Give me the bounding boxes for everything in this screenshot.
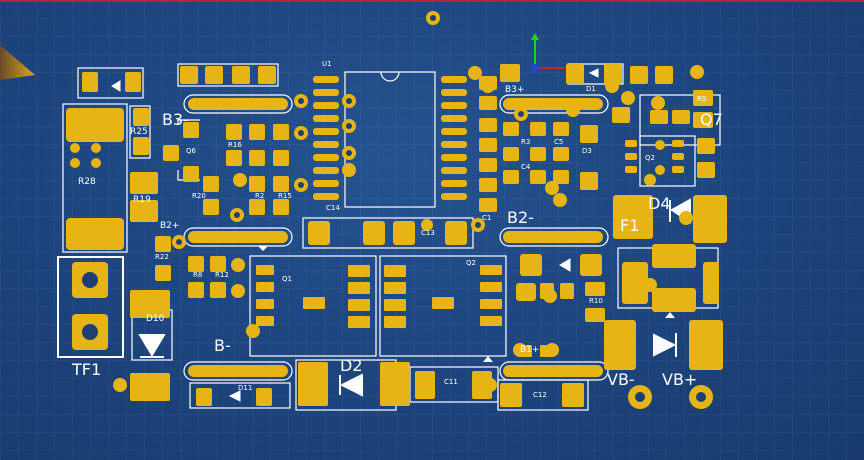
silk-triangles <box>258 246 675 362</box>
label-C13: C13 <box>421 229 435 237</box>
label-Q7: Q7 <box>700 110 723 129</box>
view-cone-icon <box>0 45 35 80</box>
label-R25: R25 <box>130 127 148 137</box>
label-R9: R9 <box>697 95 707 103</box>
label-R8: R8 <box>193 271 203 279</box>
label-C1: C1 <box>482 214 492 222</box>
viewport-top-border <box>0 0 864 2</box>
plated-holes <box>113 11 713 409</box>
label-R20: R20 <box>192 192 206 200</box>
label-TF1: TF1 <box>72 360 102 379</box>
label-D4: D4 <box>648 194 671 213</box>
label-R3: R3 <box>521 138 531 146</box>
label-VBplus: VB+ <box>662 370 698 389</box>
label-R10: R10 <box>589 297 603 305</box>
label-R16: R16 <box>228 141 242 149</box>
label-D10: D10 <box>146 314 165 324</box>
label-C11: C11 <box>444 378 458 386</box>
label-Q2: Q2 <box>466 259 476 267</box>
label-F1: F1 <box>620 216 640 235</box>
label-D11: D11 <box>238 384 253 392</box>
label-B2minus: B2- <box>507 208 534 227</box>
label-R15: R15 <box>278 192 292 200</box>
label-R28: R28 <box>78 177 96 187</box>
label-C14: C14 <box>326 204 340 212</box>
label-Q1: Q1 <box>282 275 292 283</box>
label-B1plus: B1+ <box>520 345 540 355</box>
label-Q2-top: Q2 <box>645 154 655 162</box>
label-B3plus: B3+ <box>505 85 525 95</box>
label-R2: R2 <box>255 192 265 200</box>
label-U1: U1 <box>322 60 332 68</box>
label-D2: D2 <box>340 356 363 375</box>
label-C5: C5 <box>554 138 564 146</box>
label-D1: D1 <box>586 85 596 93</box>
hole-centers <box>82 15 706 402</box>
label-B2plus: B2+ <box>160 221 180 231</box>
label-C12: C12 <box>533 391 547 399</box>
label-R19: R19 <box>133 195 151 205</box>
label-C4: C4 <box>521 163 531 171</box>
label-VBminus: VB- <box>607 370 635 389</box>
label-Q6: Q6 <box>186 147 196 155</box>
label-R22: R22 <box>155 253 169 261</box>
label-R12: R12 <box>215 271 229 279</box>
origin-axis-icon <box>531 33 565 72</box>
label-D3: D3 <box>582 147 592 155</box>
label-Bminus: B- <box>214 336 231 355</box>
label-B3minus: B3- <box>162 110 189 129</box>
